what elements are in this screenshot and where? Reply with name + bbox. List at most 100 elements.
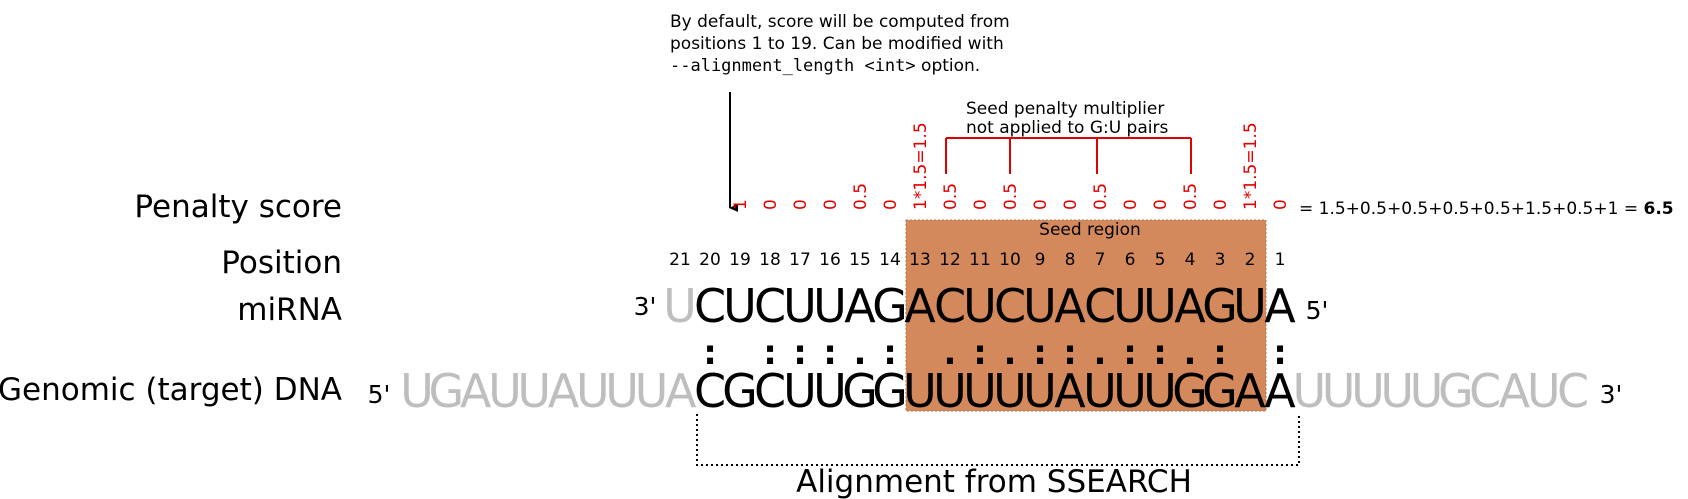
mirna-5prime-label: 5'	[1306, 296, 1329, 325]
position-number: 9	[1035, 250, 1046, 270]
seed-penalty-note-line-2: not applied to G:U pairs	[966, 118, 1168, 138]
penalty-value: 0	[1121, 199, 1141, 210]
penalty-value: 0	[1061, 199, 1081, 210]
genomic-base: A	[1054, 364, 1086, 418]
mirna-base: U	[1143, 279, 1177, 333]
seed-region-label: Seed region	[1039, 220, 1141, 240]
genomic-flank-base: U	[635, 364, 669, 418]
base-pairing-symbols: ::::.:.:.::.::.::	[703, 333, 1287, 373]
genomic-5prime-label: 5'	[368, 380, 391, 409]
penalty-value: 1*1.5=1.5	[911, 122, 931, 210]
pairing-symbol: .	[944, 333, 957, 373]
pairing-symbol: .	[1004, 333, 1017, 373]
penalty-value: 0	[1031, 199, 1051, 210]
penalty-value: 0	[761, 199, 781, 210]
annotation-line-3-suffix: option.	[916, 56, 981, 76]
genomic-flank-base: U	[1351, 364, 1385, 418]
genomic-flank-base: A	[460, 364, 492, 418]
penalty-value: 0.5	[1181, 183, 1201, 210]
position-number: 21	[669, 250, 691, 270]
pairing-symbol: :	[1153, 333, 1167, 373]
position-number: 15	[849, 250, 871, 270]
genomic-flank-base: U	[400, 364, 434, 418]
genomic-base: G	[872, 364, 908, 418]
mirna-base: G	[872, 279, 908, 333]
pairing-symbol: .	[854, 333, 867, 373]
genomic-flank-base: G	[1438, 364, 1474, 418]
genomic-base: U	[813, 364, 847, 418]
seed-penalty-note-line-1: Seed penalty multiplier	[966, 99, 1164, 119]
penalty-value: 1*1.5=1.5	[1241, 122, 1261, 210]
genomic-flank-base: A	[665, 364, 697, 418]
position-number: 10	[999, 250, 1021, 270]
genomic-base: C	[694, 364, 726, 418]
mirna-base: U	[783, 279, 817, 333]
alignment-length-option: --alignment_length <int>	[670, 56, 916, 76]
penalty-value: 0	[1271, 199, 1291, 210]
pairing-symbol: :	[973, 333, 987, 373]
position-number: 17	[789, 250, 811, 270]
position-number: 1	[1275, 250, 1286, 270]
genomic-base: U	[1113, 364, 1147, 418]
genomic-base: A	[1264, 364, 1296, 418]
genomic-flank-base: U	[1410, 364, 1444, 418]
position-number: 14	[879, 250, 901, 270]
position-number: 8	[1065, 250, 1076, 270]
penalty-value: 0	[791, 199, 811, 210]
position-number: 6	[1125, 250, 1136, 270]
total-penalty-value: 6.5	[1643, 199, 1673, 219]
genomic-base: U	[1143, 364, 1177, 418]
genomic-flank-base: U	[488, 364, 522, 418]
pairing-symbol: :	[823, 333, 837, 373]
position-number: 5	[1155, 250, 1166, 270]
penalty-value: 0	[821, 199, 841, 210]
annotation-line-2: positions 1 to 19. Can be modified with	[670, 34, 1004, 54]
pairing-symbol: :	[1033, 333, 1047, 373]
position-number: 4	[1185, 250, 1196, 270]
alignment-bracket	[696, 414, 1300, 466]
mirna-base: C	[994, 279, 1026, 333]
mirna-base: C	[1084, 279, 1116, 333]
genomic-flank-base: U	[1527, 364, 1561, 418]
position-label: Position	[221, 245, 342, 281]
genomic-base: U	[1083, 364, 1117, 418]
pairing-symbol: :	[1273, 333, 1287, 373]
penalty-value: 0	[881, 199, 901, 210]
mirna-base: U	[663, 279, 697, 333]
mirna-base: U	[963, 279, 997, 333]
mirna-base: A	[1054, 279, 1086, 333]
mirna-label: miRNA	[237, 292, 342, 328]
pairing-symbol: :	[763, 333, 777, 373]
genomic-base: U	[963, 364, 997, 418]
pairing-symbol: .	[1184, 333, 1197, 373]
genomic-base: G	[1172, 364, 1208, 418]
annotation-line-3: --alignment_length <int> option.	[670, 56, 980, 76]
total-penalty-formula: = 1.5+0.5+0.5+0.5+0.5+1.5+0.5+1 = 6.5	[1299, 199, 1674, 219]
pairing-symbol: :	[883, 333, 897, 373]
position-number: 18	[759, 250, 781, 270]
genomic-base: A	[1234, 364, 1266, 418]
mirna-base: A	[904, 279, 936, 333]
mirna-base: A	[1264, 279, 1296, 333]
mirna-base: U	[1113, 279, 1147, 333]
mirna-base: U	[1023, 279, 1057, 333]
genomic-flank-base: U	[1380, 364, 1414, 418]
position-number: 16	[819, 250, 841, 270]
genomic-base: C	[754, 364, 786, 418]
pairing-symbol: :	[703, 333, 717, 373]
alignment-source-label: Alignment from SSEARCH	[796, 464, 1192, 499]
position-number: 19	[729, 250, 751, 270]
mirna-base: C	[934, 279, 966, 333]
mirna-base: A	[844, 279, 876, 333]
penalty-value: 0	[1211, 199, 1231, 210]
penalty-value: 0.5	[1091, 183, 1111, 210]
genomic-base: G	[722, 364, 758, 418]
penalty-value: 0.5	[1001, 183, 1021, 210]
pairing-symbol: .	[1094, 333, 1107, 373]
position-number: 2	[1245, 250, 1256, 270]
genomic-base: U	[933, 364, 967, 418]
